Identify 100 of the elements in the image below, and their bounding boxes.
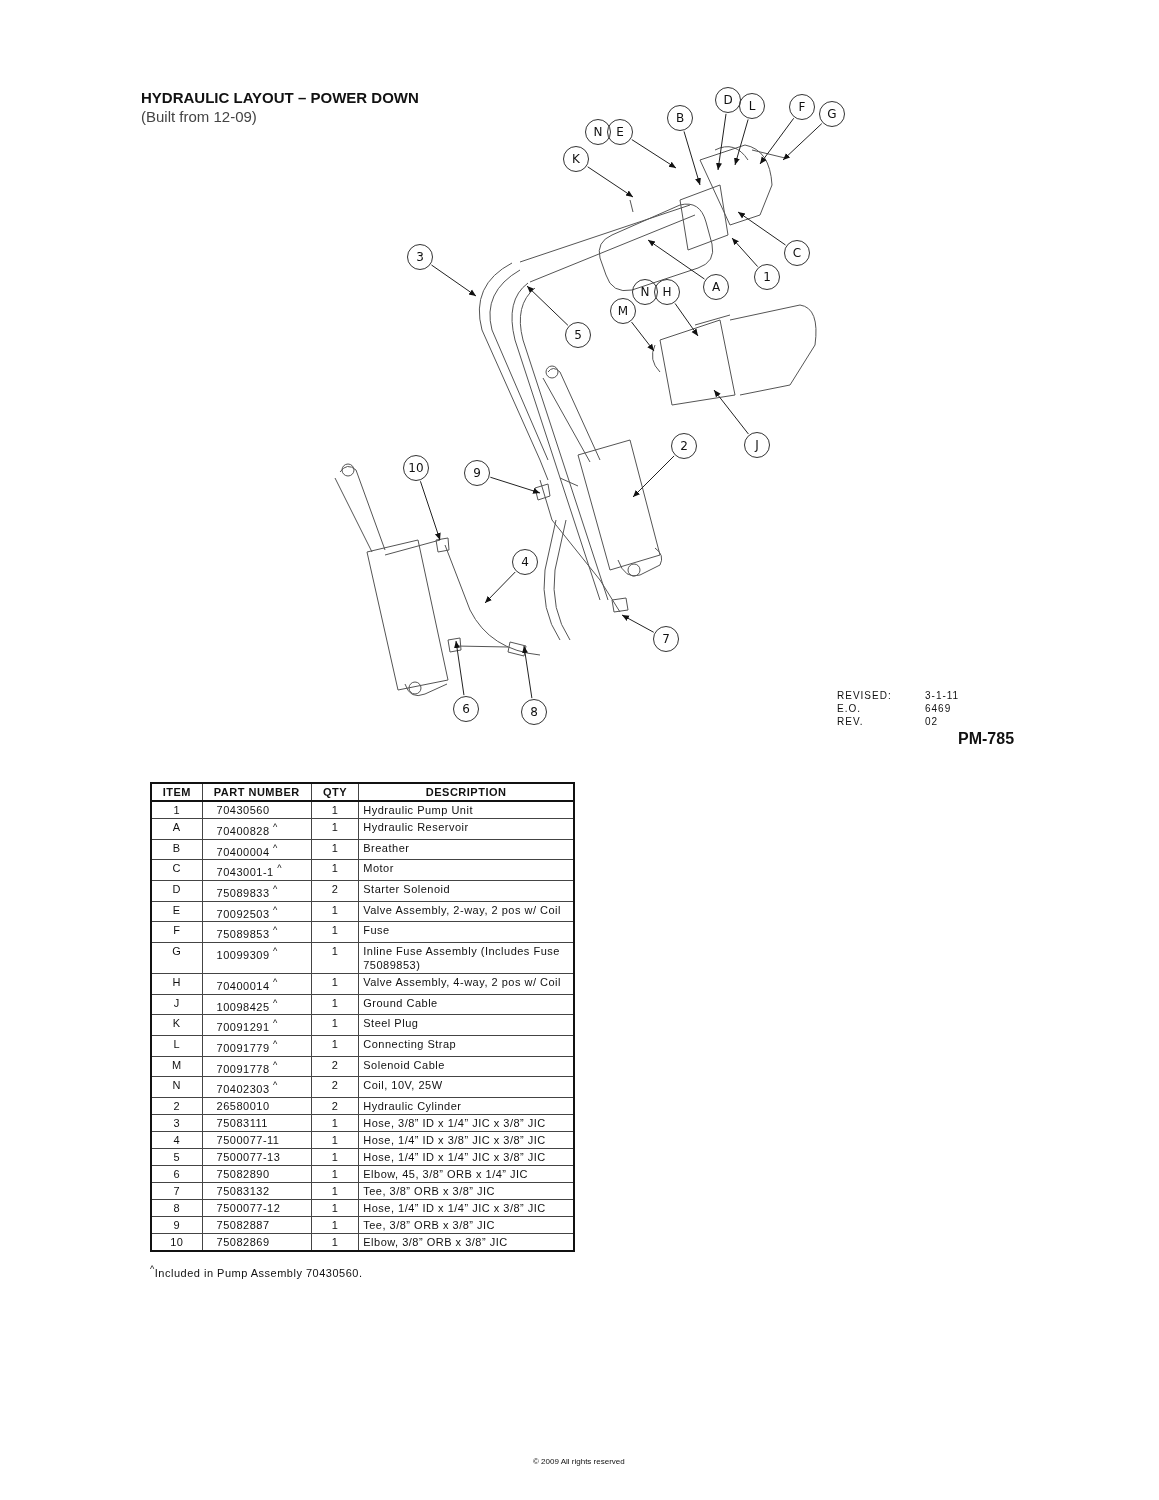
part-number-cell: 26580010 [202, 1097, 312, 1115]
revision-field-name: E.O. [837, 703, 861, 714]
leader-line [631, 139, 677, 169]
item-cell: 6 [151, 1165, 203, 1183]
qty-cell: 1 [311, 839, 359, 860]
column-header: ITEM [151, 783, 203, 801]
leader-line [731, 237, 759, 268]
item-cell: E [151, 901, 203, 922]
part-number-cell: 75083132 [202, 1182, 312, 1200]
part-number-cell: 7500077-13 [202, 1148, 312, 1166]
leader-line [484, 571, 516, 604]
leader-line [587, 166, 634, 198]
revision-value: 3-1-11 [925, 690, 960, 701]
title: HYDRAULIC LAYOUT – POWER DOWN [141, 89, 419, 106]
item-cell: L [151, 1035, 203, 1057]
drawing-number: PM-785 [958, 730, 1015, 748]
leader-line [631, 321, 655, 352]
item-cell: 5 [151, 1148, 203, 1166]
part-number-cell: 75082890 [202, 1165, 312, 1183]
qty-cell: 1 [311, 1131, 359, 1149]
item-cell: M [151, 1056, 203, 1077]
qty-cell: 1 [311, 859, 359, 881]
qty-cell: 1 [311, 1165, 359, 1183]
part-number-cell: 75089853 $^{^}$ [202, 921, 312, 943]
item-cell: F [151, 921, 203, 943]
item-cell: J [151, 994, 203, 1015]
part-number-cell: 75089833 $^{^}$ [202, 880, 312, 902]
part-number-cell: 70400828 $^{^}$ [202, 818, 312, 840]
leader-line [716, 113, 727, 171]
qty-cell: 2 [311, 1056, 359, 1077]
leader-line [489, 476, 541, 494]
item-cell: G [151, 942, 203, 974]
item-cell: 4 [151, 1131, 203, 1149]
revision-value: 02 [925, 716, 939, 727]
item-cell: H [151, 973, 203, 995]
revision-field-name: REV. [837, 716, 864, 727]
leader-line [683, 130, 701, 186]
item-cell: 1 [151, 801, 203, 819]
column-header: PART NUMBER [202, 783, 312, 801]
item-cell: K [151, 1014, 203, 1036]
qty-cell: 2 [311, 880, 359, 902]
leader-line [737, 211, 786, 246]
item-cell: 3 [151, 1114, 203, 1132]
column-header: QTY [311, 783, 359, 801]
leader-line [647, 239, 705, 280]
qty-cell: 1 [311, 801, 359, 819]
qty-cell: 1 [311, 921, 359, 943]
part-number-cell: 75083111 [202, 1114, 312, 1132]
qty-cell: 1 [311, 994, 359, 1015]
leader-line [674, 302, 699, 337]
qty-cell: 1 [311, 1014, 359, 1036]
qty-cell: 1 [311, 942, 359, 974]
part-number-cell: 7043001-1 $^{^}$ [202, 859, 312, 881]
part-number-cell: 70400014 $^{^}$ [202, 973, 312, 995]
leader-line [759, 117, 795, 165]
footnote: $^{^}$Included in Pump Assembly 70430560. [150, 1264, 363, 1279]
part-number-cell: 75082887 [202, 1216, 312, 1234]
leader-line [431, 264, 477, 297]
qty-cell: 1 [311, 1199, 359, 1217]
qty-cell: 1 [311, 1148, 359, 1166]
subtitle: (Built from 12-09) [141, 108, 257, 125]
qty-cell: 1 [311, 1216, 359, 1234]
part-number-cell: 7500077-12 [202, 1199, 312, 1217]
part-number-cell: 70091778 $^{^}$ [202, 1056, 312, 1077]
leader-line [419, 480, 441, 541]
copyright-notice: © 2009 All rights reserved [533, 1457, 625, 1466]
part-number-cell: 10099309 $^{^}$ [202, 942, 312, 974]
qty-cell: 2 [311, 1097, 359, 1115]
item-cell: B [151, 839, 203, 860]
leader-line [526, 285, 569, 326]
qty-cell: 1 [311, 1035, 359, 1057]
part-number-cell: 10098425 $^{^}$ [202, 994, 312, 1015]
item-cell: D [151, 880, 203, 902]
item-cell: C [151, 859, 203, 881]
leader-line [713, 389, 749, 435]
qty-cell: 1 [311, 1182, 359, 1200]
qty-cell: 1 [311, 1114, 359, 1132]
qty-cell: 1 [311, 973, 359, 995]
item-cell: 7 [151, 1182, 203, 1200]
leader-line [734, 118, 749, 166]
leader-line [454, 640, 465, 696]
part-number-cell: 70091291 $^{^}$ [202, 1014, 312, 1036]
revision-value: 6469 [925, 703, 952, 714]
leader-line [522, 645, 533, 699]
leader-line [782, 123, 823, 161]
revision-field-name: REVISED: [837, 690, 892, 701]
item-cell: 2 [151, 1097, 203, 1115]
part-number-cell: 70402303 $^{^}$ [202, 1076, 312, 1098]
part-number-cell: 70091779 $^{^}$ [202, 1035, 312, 1057]
item-cell: A [151, 818, 203, 840]
part-number-cell: 70092503 $^{^}$ [202, 901, 312, 922]
part-number-cell: 7500077-11 [202, 1131, 312, 1149]
leader-line [621, 614, 655, 633]
qty-cell: 2 [311, 1076, 359, 1098]
part-number-cell: 70400004 $^{^}$ [202, 839, 312, 860]
item-cell: N [151, 1076, 203, 1098]
leader-line [632, 455, 675, 498]
qty-cell: 1 [311, 901, 359, 922]
item-cell: 8 [151, 1199, 203, 1217]
item-cell: 9 [151, 1216, 203, 1234]
